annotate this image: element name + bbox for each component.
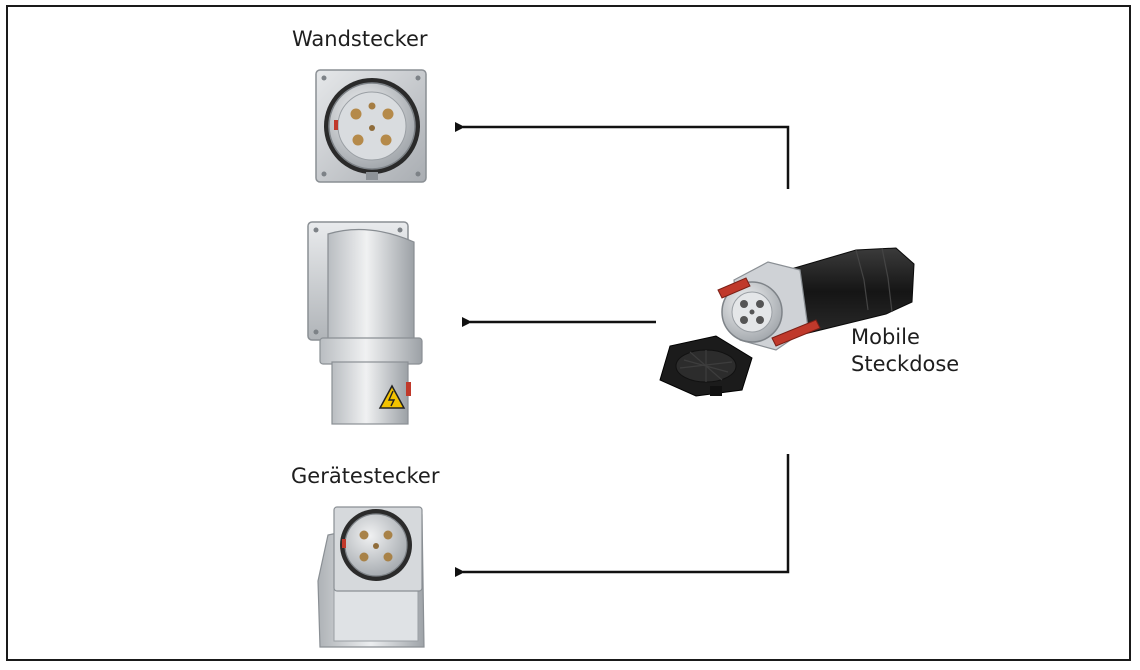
wall-mounted-plug-icon <box>315 69 427 183</box>
mobile-socket-label-line1: Mobile <box>851 325 920 349</box>
mobile-socket-label-line2: Steckdose <box>851 352 960 376</box>
mobile-socket-label: Mobile Steckdose <box>851 324 959 378</box>
arrow-to-device-plug <box>455 454 790 577</box>
appliance-inlet-icon <box>317 506 425 648</box>
mobile-socket-icon <box>659 247 915 397</box>
diagram-frame <box>6 5 1131 661</box>
arrow-to-wall-plug <box>455 122 790 189</box>
angled-wall-inlet-icon <box>307 221 423 425</box>
device-plug-label: Gerätestecker <box>291 464 440 488</box>
wall-plug-label: Wandstecker <box>292 27 428 51</box>
